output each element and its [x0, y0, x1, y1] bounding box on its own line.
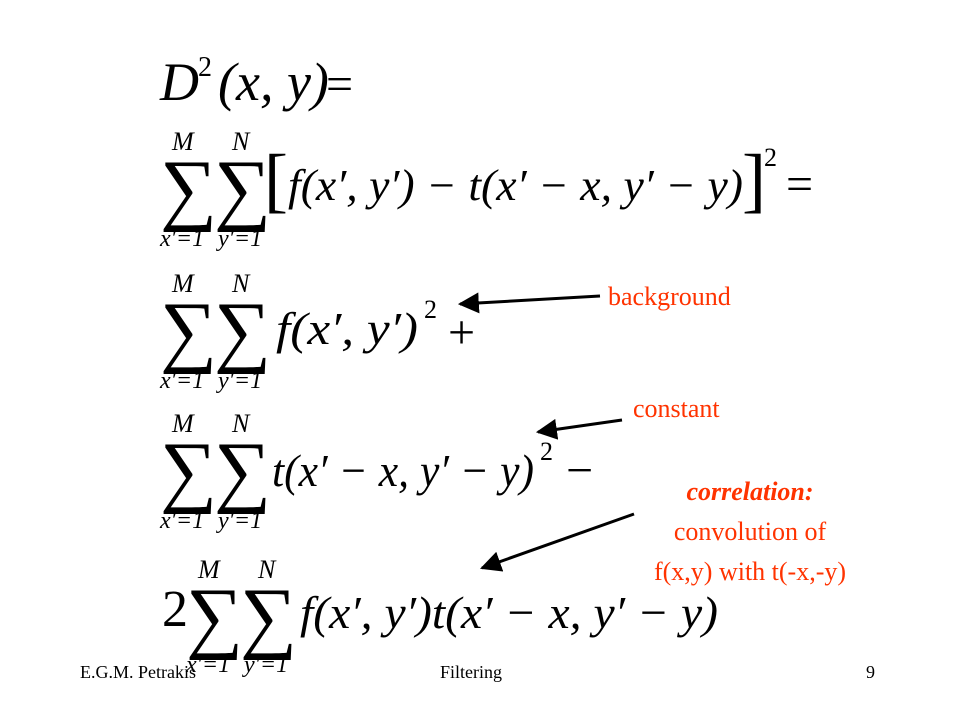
footer-author: E.G.M. Petrakis [80, 662, 196, 682]
equation-line-4: M N ∑ ∑ x′=1 y′=1 t(x′ − x, y′ − y) 2 − [159, 409, 593, 534]
eq2-sup: 2 [764, 143, 777, 172]
annotation-correlation: correlation: convolution of f(x,y) with … [610, 472, 890, 592]
sum4-outer-symbol: ∑ [160, 427, 217, 515]
annotation-constant: constant [633, 394, 720, 423]
arrow-correlation [480, 512, 635, 572]
sum2-upper-outer: M [171, 127, 195, 156]
sum5-lower-inner: y′=1 [242, 652, 288, 678]
eq4-op: − [566, 444, 593, 497]
sum3-inner-symbol: ∑ [214, 287, 271, 375]
sum5-inner-symbol: ∑ [240, 573, 297, 661]
eq5-coef: 2 [162, 581, 188, 638]
eq4-body: t(x′ − x, y′ − y) [272, 445, 534, 496]
eq5-body: f(x′, y′)t(x′ − x, y′ − y) [300, 587, 718, 638]
sum5-upper-outer: M [197, 555, 221, 584]
sum2-lower-inner: y′=1 [216, 226, 262, 252]
sum5-lower-outer: x′=1 [185, 652, 230, 678]
equation-line-2: M N ∑ ∑ x′=1 y′=1 [ f(x′, y′) − t(x′ − x… [159, 127, 813, 252]
eq2-close-bracket: ] [742, 140, 766, 220]
eq2-body: f(x′, y′) − t(x′ − x, y′ − y) [288, 161, 743, 210]
equation-line-5: 2 M N ∑ ∑ x′=1 y′=1 f(x′, y′)t(x′ − x, y… [162, 555, 718, 678]
sum2-upper-inner: N [231, 127, 251, 156]
annotation-background: background [608, 282, 731, 311]
sum4-inner-symbol: ∑ [214, 427, 271, 515]
sum2-lower-outer: x′=1 [159, 226, 204, 252]
eq1-args: (x, y) [218, 52, 329, 112]
eq2-open-bracket: [ [264, 140, 288, 220]
sum3-lower-inner: y′=1 [216, 368, 262, 394]
sum4-upper-inner: N [231, 409, 251, 438]
eq1-lhs: D [159, 52, 199, 112]
annotation-correlation-line2: f(x,y) with t(-x,-y) [653, 557, 847, 586]
sum4-upper-outer: M [171, 409, 195, 438]
sum3-upper-outer: M [171, 269, 195, 298]
eq2-op: = [786, 158, 813, 211]
sum3-upper-inner: N [231, 269, 251, 298]
eq1-sup: 2 [198, 52, 212, 83]
annotation-correlation-line1: convolution of [673, 517, 827, 546]
sum2-inner-symbol: ∑ [214, 145, 271, 233]
annotation-correlation-title: correlation: [686, 477, 814, 506]
arrow-constant [535, 418, 623, 440]
eq1-op: = [326, 58, 353, 111]
sum4-lower-outer: x′=1 [159, 508, 204, 534]
eq3-op: + [448, 306, 475, 359]
sum2-outer-symbol: ∑ [160, 145, 217, 233]
eq4-sup: 2 [540, 437, 553, 466]
sum4-lower-inner: y′=1 [216, 508, 262, 534]
eq3-sup: 2 [424, 295, 437, 324]
eq3-body: f(x′, y′) [276, 303, 418, 354]
equation-line-3: M N ∑ ∑ x′=1 y′=1 f(x′, y′) 2 + [159, 269, 475, 394]
sum3-outer-symbol: ∑ [160, 287, 217, 375]
sum3-lower-outer: x′=1 [159, 368, 204, 394]
footer-title: Filtering [440, 662, 502, 682]
arrow-background [457, 292, 601, 314]
footer-page-number: 9 [866, 662, 875, 682]
sum5-upper-inner: N [257, 555, 277, 584]
sum5-outer-symbol: ∑ [186, 573, 243, 661]
equation-line-1: D 2 (x, y) = [159, 52, 353, 112]
